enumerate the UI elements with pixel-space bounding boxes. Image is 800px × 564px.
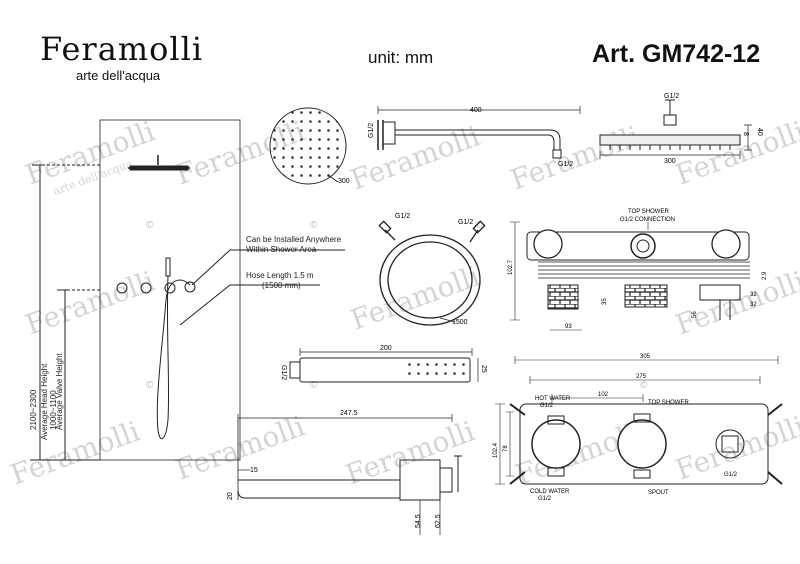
shower-arm — [377, 106, 581, 159]
install-note-line1: Can be Installed Anywhere — [246, 235, 342, 244]
shower-head-top-view: 300 — [269, 107, 350, 185]
arm-thread-bottom: G1/2 — [558, 161, 573, 168]
valve-front-height: 102.7 — [508, 259, 514, 275]
valve-inner-width: 275 — [636, 374, 647, 380]
valve-dim-d6: 32 — [750, 302, 757, 308]
valve-dim-d1: 2.9 — [762, 271, 768, 280]
valve-back-thread: G1/2 — [724, 472, 738, 478]
svg-text:©: © — [310, 380, 318, 391]
shower-hose — [378, 220, 486, 326]
svg-text:©: © — [310, 220, 318, 231]
hot-water-thread: G1/2 — [540, 403, 554, 409]
wall-view — [30, 119, 345, 461]
hand-shower-labels: 200 G1/2 25 — [280, 345, 487, 380]
hose-thread-left: G1/2 — [395, 213, 410, 220]
valve-dim-d5: 32 — [750, 292, 757, 298]
valve-back-height2: 78 — [503, 445, 509, 452]
spout-dim-d1: 15 — [250, 467, 258, 474]
spout-dim-d4: 62.5 — [435, 514, 442, 528]
head-width-label: 300 — [664, 158, 676, 165]
hand-shower-length: 200 — [380, 345, 392, 352]
valve-dim-d2: 35 — [602, 298, 608, 305]
watermark-brand: Feramolli — [671, 264, 800, 341]
hose-note-line1: Hose Length 1.5 m — [246, 271, 314, 280]
valve-front-view — [510, 221, 750, 331]
watermark-brand: Feramolli — [671, 114, 800, 191]
spout-labels: 247.5 15 20 54.5 62.5 — [227, 410, 442, 528]
svg-text:©: © — [146, 220, 154, 231]
watermark-brand: Feramolli — [506, 119, 644, 196]
svg-text:©: © — [640, 380, 648, 391]
unit-label: unit: mm — [368, 48, 434, 67]
hand-shower-thread: G1/2 — [280, 365, 287, 380]
top-shower-connection: G1/2 CONNECTION — [620, 217, 675, 223]
svg-text:©: © — [475, 220, 483, 231]
watermark-brand: Feramolli — [6, 414, 144, 491]
valve-height-label: Average Valve Height — [55, 353, 64, 430]
top-shower-back-label: TOP SHOWER — [648, 400, 689, 406]
valve-dim-d3: 93 — [565, 324, 572, 330]
copyright-marks: © © © © © © — [146, 220, 648, 391]
valve-height-range: 1000~1100 — [49, 390, 58, 430]
head-diameter-label: 300 — [338, 178, 350, 185]
valve-back-labels: 305 275 102 HOT WATER G1/2 TOP SHOWER CO… — [493, 354, 738, 502]
arm-length-label: 400 — [470, 107, 482, 114]
valve-back-height1: 102.4 — [493, 442, 499, 458]
cold-water-label: COLD WATER — [530, 489, 570, 495]
hand-shower — [289, 348, 479, 383]
valve-pitch: 102 — [598, 392, 609, 398]
hot-water-label: HOT WATER — [535, 396, 571, 402]
valve-back-view — [495, 356, 783, 485]
wall-view-labels: Can be Installed Anywhere Within Shower … — [29, 235, 342, 440]
hose-length-label: 1500 — [452, 319, 468, 326]
article-number: Art. GM742-12 — [592, 40, 761, 68]
hose-note-line2: (1500 mm) — [262, 281, 301, 290]
valve-total-width: 305 — [640, 354, 651, 360]
brand-tagline: arte dell'acqua — [76, 68, 161, 83]
spout-length: 247.5 — [340, 410, 358, 417]
head-height-range: 2100~2300 — [29, 389, 38, 430]
arm-thread-top: G1/2 — [368, 123, 375, 138]
svg-text:©: © — [146, 380, 154, 391]
shower-head-side-view — [599, 99, 752, 159]
valve-front-labels: TOP SHOWER G1/2 CONNECTION 102.7 2.9 35 … — [508, 209, 768, 330]
head-thread-label: G1/2 — [664, 93, 679, 100]
watermark-brand: Feramolli — [346, 119, 484, 196]
hose-labels: G1/2 G1/2 1500 — [395, 213, 473, 326]
spout-back-label: SPOUT — [648, 490, 669, 496]
brand-logo: Feramolli — [40, 30, 204, 68]
hose-thread-right: G1/2 — [458, 219, 473, 226]
watermark-brand: Feramolli — [21, 264, 159, 341]
head-height-large: 40 — [756, 128, 763, 136]
arm-labels: 400 G1/2 G1/2 — [368, 107, 573, 168]
head-side-labels: G1/2 300 8 40 — [664, 93, 763, 165]
spout-dim-d3: 54.5 — [415, 514, 422, 528]
head-height-small: 8 — [742, 132, 749, 136]
top-shower-label: TOP SHOWER — [628, 209, 669, 215]
cold-water-thread: G1/2 — [538, 496, 552, 502]
head-height-label: Average Head Height — [40, 363, 49, 440]
bath-spout — [237, 414, 462, 535]
valve-dim-d4: 56 — [692, 311, 698, 318]
install-note-line2: Within Shower Area — [246, 245, 317, 254]
spout-dim-d2: 20 — [227, 492, 234, 500]
hand-shower-width: 25 — [480, 365, 487, 373]
